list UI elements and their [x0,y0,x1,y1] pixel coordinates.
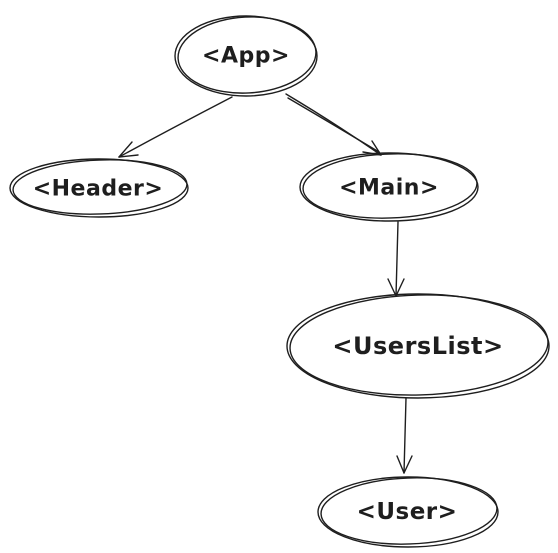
node-users-list-label: <UsersList> [332,332,503,360]
node-header-label: <Header> [33,177,164,202]
node-main-label: <Main> [339,176,439,201]
edge-main-userslist [387,221,405,297]
node-user-label: <User> [357,499,458,525]
edge-userslist-user [396,397,413,474]
node-header: <Header> [9,158,189,218]
node-users-list: <UsersList> [286,293,550,399]
node-main: <Main> [299,152,479,222]
node-app: <App> [174,15,318,97]
edge-app-main [285,93,382,156]
node-app-label: <App> [202,44,290,69]
node-user: <User> [317,476,499,548]
edge-app-header [118,96,233,158]
edges [118,93,413,474]
